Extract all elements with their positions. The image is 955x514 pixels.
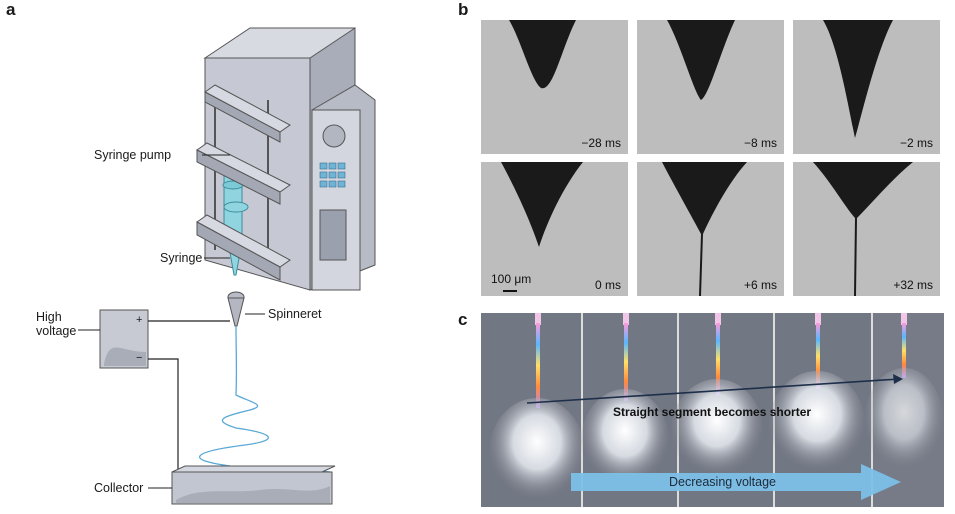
positive-terminal: + xyxy=(136,314,143,326)
jet-photo-1 xyxy=(481,313,585,507)
decreasing-voltage-arrow xyxy=(571,464,901,500)
panel-b-letter: b xyxy=(458,0,469,19)
straight-segment-annotation: Straight segment becomes shorter xyxy=(613,405,812,419)
high-voltage-label-line2: voltage xyxy=(36,324,77,338)
video-frame-4: 100 μm 0 ms xyxy=(481,162,628,296)
jet-photos xyxy=(481,313,944,507)
frame-time-label: 0 ms xyxy=(594,278,621,292)
video-frame-6: +32 ms xyxy=(793,162,940,296)
video-frame-1: −28 ms xyxy=(481,20,628,154)
high-voltage-label-line1: High xyxy=(36,310,62,324)
panel-a-letter: a xyxy=(6,0,16,19)
frame-time-label: +32 ms xyxy=(893,278,933,292)
frame-time-label: +6 ms xyxy=(743,278,777,292)
frame-time-label: −2 ms xyxy=(899,136,933,150)
frame-time-label: −8 ms xyxy=(743,136,777,150)
spinneret-label: Spinneret xyxy=(268,307,322,321)
meniscus-shape xyxy=(481,162,628,296)
panel-c-letter: c xyxy=(458,310,468,329)
meniscus-shape xyxy=(637,162,784,296)
negative-terminal: − xyxy=(136,352,143,364)
scale-bar-label: 100 μm xyxy=(491,272,532,286)
jet-photo-5 xyxy=(864,313,944,507)
meniscus-shape xyxy=(481,20,628,154)
syringe-pump-label: Syringe pump xyxy=(94,148,172,162)
jet-photo-sequence: Straight segment becomes shorter Decreas… xyxy=(481,313,944,507)
shortening-arrow xyxy=(526,378,900,404)
meniscus-shape xyxy=(793,162,940,296)
scale-bar xyxy=(503,290,517,292)
keypad-icon xyxy=(319,162,346,188)
meniscus-shape xyxy=(637,20,784,154)
decreasing-voltage-label: Decreasing voltage xyxy=(669,475,777,489)
video-frame-2: −8 ms xyxy=(637,20,784,154)
syringe-label: Syringe xyxy=(160,251,203,265)
frame-time-label: −28 ms xyxy=(581,136,621,150)
video-frame-5: +6 ms xyxy=(637,162,784,296)
arrowhead-icon xyxy=(893,374,903,384)
collector-label: Collector xyxy=(94,481,144,495)
video-frame-3: −2 ms xyxy=(793,20,940,154)
electrospinning-setup-diagram xyxy=(78,27,376,505)
meniscus-shape xyxy=(793,20,940,154)
